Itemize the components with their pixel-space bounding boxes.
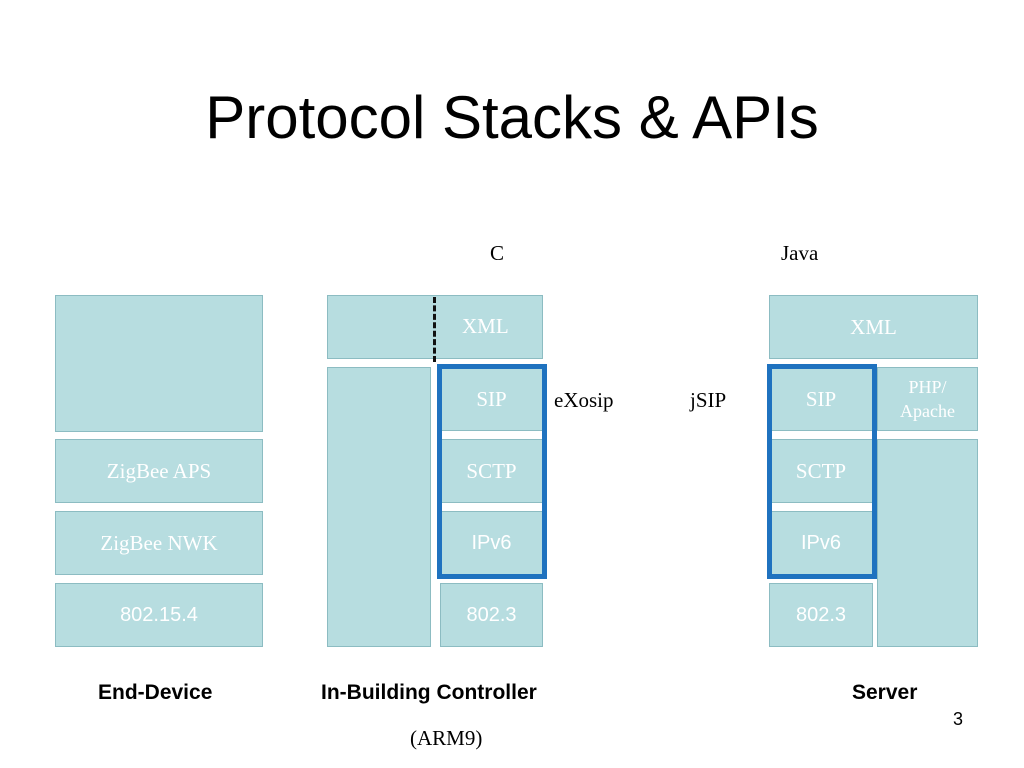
page-number: 3 — [953, 709, 964, 729]
end-device-zigbee-aps-layer: ZigBee APS — [55, 439, 263, 503]
controller-sctp-layer: SCTP — [440, 439, 543, 503]
server-phy-layer: 802.3 — [769, 583, 873, 647]
end-device-caption: End-Device — [98, 681, 213, 704]
exosip-api-label: eXosip — [554, 388, 614, 412]
controller-sip-layer: SIP — [440, 367, 543, 431]
server-sip-layer: SIP — [769, 367, 873, 431]
server-php-apache-label: PHP/ Apache — [900, 377, 955, 421]
jsip-api-label: jSIP — [690, 388, 727, 412]
c-language-boundary-dash — [433, 297, 436, 362]
server-caption: Server — [852, 681, 918, 704]
server-xml-layer: XML — [769, 295, 978, 359]
server-php-apache-layer: PHP/ Apache — [877, 367, 978, 431]
controller-left-column-layer — [327, 367, 431, 647]
controller-xml-label: XML — [462, 314, 509, 338]
controller-caption: In-Building Controller — [321, 681, 537, 704]
language-label-c: C — [490, 241, 505, 265]
server-right-column-layer — [877, 439, 978, 647]
controller-sip-stack-highlight — [437, 364, 547, 579]
end-device-app-layer — [55, 295, 263, 432]
controller-phy-layer: 802.3 — [440, 583, 543, 647]
language-label-java: Java — [781, 241, 819, 265]
end-device-zigbee-nwk-layer: ZigBee NWK — [55, 511, 263, 575]
server-sip-stack-highlight — [767, 364, 877, 579]
end-device-phy-layer: 802.15.4 — [55, 583, 263, 647]
controller-subcaption: (ARM9) — [410, 726, 483, 750]
slide-title: Protocol Stacks & APIs — [205, 84, 819, 151]
